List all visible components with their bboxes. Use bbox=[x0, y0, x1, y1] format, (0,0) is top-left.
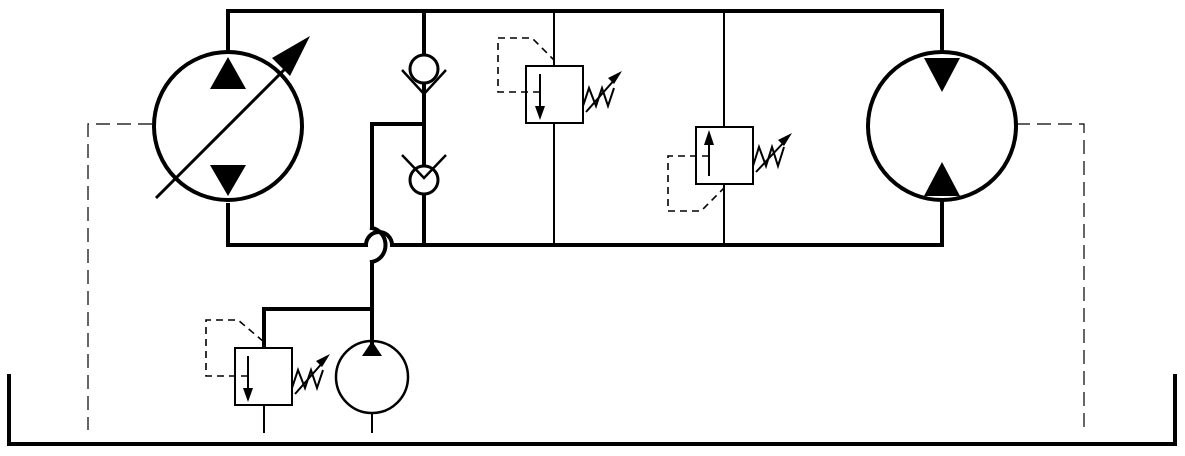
low-pressure-line-left bbox=[226, 203, 368, 247]
charge-pump bbox=[334, 339, 410, 433]
check-valve-lower-seat bbox=[401, 154, 447, 180]
charge-relief-valve-flow-arrow bbox=[243, 388, 253, 402]
pump-body bbox=[152, 50, 304, 202]
charge-relief-valve-pilot-line bbox=[205, 319, 265, 377]
relief-valve-middle-flow-arrow bbox=[704, 130, 714, 145]
motor-inlet-triangle-top bbox=[924, 58, 960, 92]
check-valve-lower-ball bbox=[408, 164, 440, 196]
check-valve-upper-seat bbox=[401, 69, 447, 96]
relief-valve-middle-spring bbox=[752, 143, 785, 170]
motor-inlet-triangle-bottom bbox=[924, 162, 960, 196]
charge-relief-valve-adjust-arrow bbox=[316, 354, 330, 367]
pump-outlet-triangle-top bbox=[210, 57, 246, 89]
relief-valve-upper-pilot-line bbox=[497, 37, 555, 93]
variable-displacement-pump bbox=[152, 36, 310, 202]
charge-feed-line-hop bbox=[369, 225, 388, 265]
charge-circuit-lines bbox=[262, 122, 388, 350]
check-valve-branch bbox=[370, 9, 426, 247]
relief-valve-middle-pilot-line bbox=[667, 155, 725, 212]
relief-valve-upper bbox=[497, 37, 622, 124]
motor-case-drain-line bbox=[1016, 123, 1085, 430]
relief-valve-upper-adjust-arrow bbox=[608, 71, 622, 84]
hydraulic-motor bbox=[866, 50, 1018, 202]
charge-relief-valve-adjust-line bbox=[294, 360, 325, 395]
main-loop-lines bbox=[226, 9, 944, 248]
check-valve-upper-ball bbox=[408, 53, 440, 85]
variable-displacement-arrow-head bbox=[272, 36, 310, 76]
variable-displacement-arrow-shaft bbox=[154, 62, 292, 200]
charge-relief-feed-line bbox=[262, 307, 374, 350]
line-crossover-hop bbox=[363, 230, 395, 248]
low-pressure-line-right bbox=[390, 200, 944, 247]
pump-case-drain-line bbox=[87, 123, 152, 430]
charge-relief-valve bbox=[205, 319, 330, 433]
charge-pump-outlet-triangle bbox=[362, 341, 382, 356]
relief-valve-upper-flow-arrow bbox=[535, 106, 545, 120]
relief-valve-middle bbox=[667, 126, 792, 212]
pump-outlet-triangle-bottom bbox=[210, 165, 246, 196]
check-valve-upper bbox=[401, 53, 447, 96]
relief-valve-upper-adjust-line bbox=[585, 77, 617, 113]
relief-valve-middle-adjust-line bbox=[755, 139, 787, 173]
relief-valve-upper-body bbox=[525, 65, 584, 124]
relief-valve-middle-adjust-arrow bbox=[778, 133, 792, 146]
check-valve-lower bbox=[401, 154, 447, 196]
motor-body bbox=[866, 50, 1018, 202]
high-pressure-line bbox=[226, 9, 944, 54]
reservoir bbox=[7, 374, 1177, 446]
